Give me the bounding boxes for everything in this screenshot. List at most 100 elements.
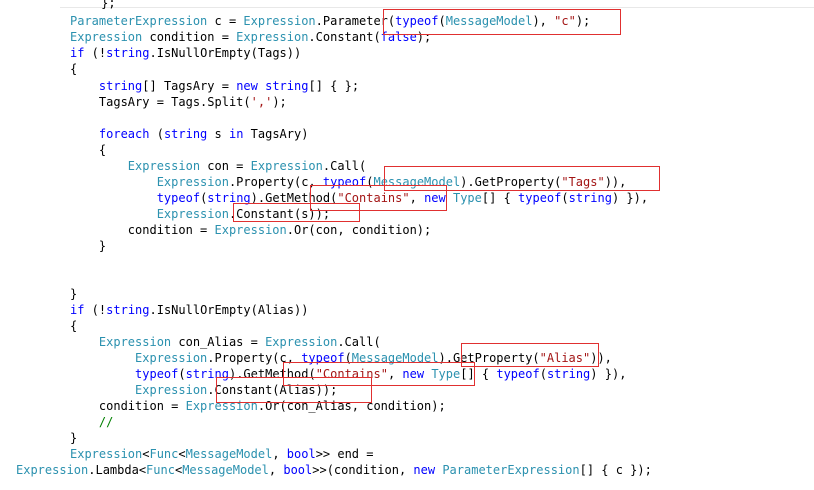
code-token: >> end =	[315, 447, 374, 461]
code-token: [] {	[481, 191, 519, 205]
code-token: ) }),	[611, 191, 649, 205]
code-token: ,	[272, 447, 287, 461]
code-token: //	[98, 415, 114, 429]
code-token: ,	[409, 191, 425, 205]
code-line: condition = Expression.Or(con_Alias, con…	[70, 398, 446, 414]
code-line: {	[70, 142, 106, 158]
code-token: "Contains"	[315, 367, 388, 381]
code-token	[70, 415, 99, 429]
code-token: (	[438, 14, 446, 28]
code-token: con_Alias =	[171, 335, 266, 349]
code-token	[70, 191, 157, 205]
code-token: c =	[207, 14, 244, 28]
code-token: string	[185, 367, 229, 381]
code-token: .Property(c,	[228, 175, 323, 189]
code-line: condition = Expression.Or(con, condition…	[70, 222, 431, 238]
code-line: if (!string.IsNullOrEmpty(Tags))	[70, 45, 301, 61]
code-token: Func	[149, 447, 179, 461]
code-token: .Constant(Alias));	[207, 383, 338, 397]
code-line: //	[70, 414, 113, 430]
code-token: ).GetProperty(	[438, 351, 540, 365]
code-token: Expression	[156, 207, 229, 221]
code-token	[70, 175, 157, 189]
code-token: }	[70, 287, 78, 301]
code-token: if	[70, 303, 85, 317]
code-token: (!	[84, 46, 107, 60]
code-token: "Contains"	[337, 191, 410, 205]
code-token: [] {	[460, 367, 497, 381]
code-token: MessageModel	[182, 463, 269, 477]
code-token: ParameterExpression	[70, 14, 208, 28]
code-token: ),	[532, 14, 555, 28]
code-token: MessageModel	[351, 351, 439, 365]
code-token: string	[106, 46, 150, 60]
code-token: bool	[283, 463, 313, 477]
code-token: Expression	[156, 175, 229, 189]
code-line: foreach (string s in TagsAry)	[70, 126, 309, 142]
code-token: condition =	[70, 223, 215, 237]
code-token: .Lambda<	[88, 463, 147, 477]
code-token	[70, 367, 135, 381]
code-token: ,	[268, 463, 284, 477]
code-token: [] TagsAry =	[142, 79, 237, 93]
code-token	[70, 383, 135, 397]
code-token: Expression	[265, 335, 338, 349]
code-line: Expression.Property(c, typeof(MessageMod…	[70, 174, 627, 190]
code-token: Expression	[135, 383, 208, 397]
code-token: <	[178, 447, 186, 461]
code-token: Expression	[70, 447, 143, 461]
code-line: TagsAry = Tags.Split(',');	[70, 94, 287, 110]
code-token: <	[174, 463, 183, 477]
code-token: }	[70, 431, 78, 445]
code-token: Expression	[214, 223, 287, 237]
code-token: ).GetProperty(	[460, 175, 562, 189]
code-line: Expression.Constant(s));	[70, 206, 330, 222]
code-token	[70, 159, 128, 173]
code-token: .Call(	[322, 159, 367, 173]
code-token	[70, 351, 135, 365]
code-token: TagsAry)	[243, 127, 309, 141]
code-token: typeof	[301, 351, 345, 365]
code-line: }	[70, 238, 106, 254]
code-token: Func	[146, 463, 175, 477]
code-token: false	[380, 30, 417, 44]
code-token: string	[106, 303, 150, 317]
code-token: .IsNullOrEmpty(Alias))	[149, 303, 309, 317]
code-token: .Or(con_Alias, condition);	[257, 399, 446, 413]
code-token: string	[98, 79, 143, 93]
code-token: ,	[387, 367, 403, 381]
code-line: {	[70, 61, 77, 77]
code-token: string	[207, 191, 251, 205]
code-token: Expression	[250, 159, 323, 173]
code-token: string	[568, 191, 612, 205]
code-token: {	[70, 319, 78, 333]
code-line: }	[70, 430, 77, 446]
code-token: {	[70, 143, 107, 157]
code-token: );	[416, 30, 432, 44]
code-token: foreach	[98, 127, 150, 141]
code-token: <	[142, 447, 150, 461]
code-token: typeof	[395, 14, 439, 28]
code-token: >>(condition,	[312, 463, 414, 477]
code-token: (!	[84, 303, 107, 317]
code-token: TagsAry = Tags.Split(	[70, 95, 251, 109]
code-token: .Constant(	[308, 30, 381, 44]
code-token: typeof	[135, 367, 179, 381]
code-token: Type	[452, 191, 482, 205]
code-token: Expression	[70, 30, 143, 44]
code-token: string	[163, 127, 208, 141]
code-token: ).GetMethod(	[228, 367, 316, 381]
code-token: typeof	[496, 367, 540, 381]
code-line: Expression condition = Expression.Consta…	[70, 29, 431, 45]
code-token: Expression	[135, 351, 208, 365]
code-token	[70, 207, 157, 221]
code-token: .Property(c,	[207, 351, 302, 365]
code-token: .Parameter(	[315, 14, 396, 28]
code-token: if	[70, 46, 85, 60]
code-token: (	[366, 175, 374, 189]
code-token: Expression	[243, 14, 316, 28]
code-token: string	[265, 79, 309, 93]
code-token	[70, 127, 99, 141]
code-token: };	[0, 0, 116, 10]
